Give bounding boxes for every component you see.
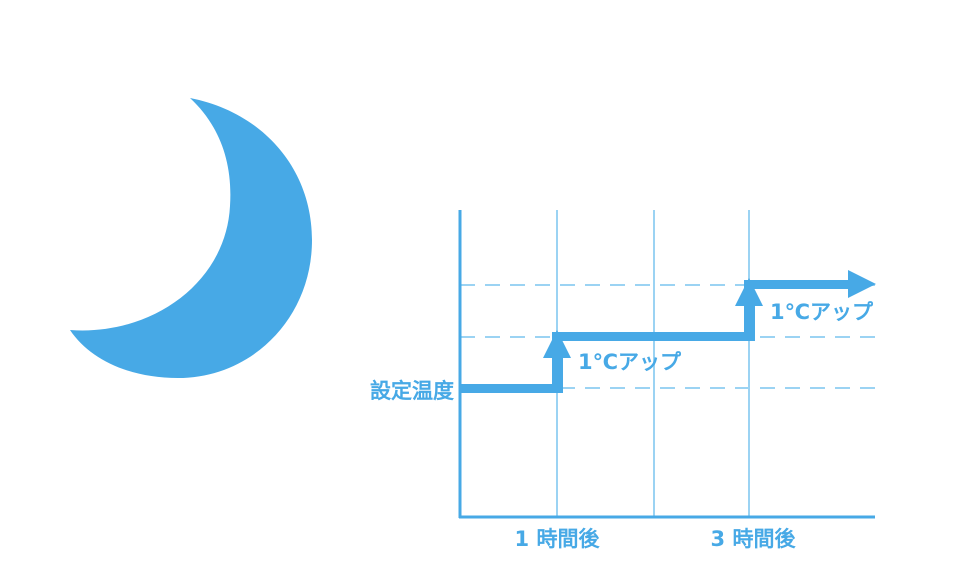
crescent-moon-icon [70,98,312,378]
step-base [460,384,563,393]
axes [458,210,875,519]
x-label-1h: 1 時間後 [515,527,601,551]
temperature-step-path [460,270,876,393]
step-arrowhead-1 [543,330,571,358]
setpoint-label: 設定温度 [370,379,454,403]
step-arrowhead-2 [735,278,763,306]
step-label-2: 1℃アップ [770,300,874,324]
step-riser-2 [744,300,755,341]
final-arrowhead [848,270,876,298]
step-top [744,280,850,289]
step-label-1: 1℃アップ [578,350,682,374]
x-label-3h: 3 時間後 [711,527,797,551]
step-middle [552,332,755,341]
step-riser-1 [552,352,563,393]
